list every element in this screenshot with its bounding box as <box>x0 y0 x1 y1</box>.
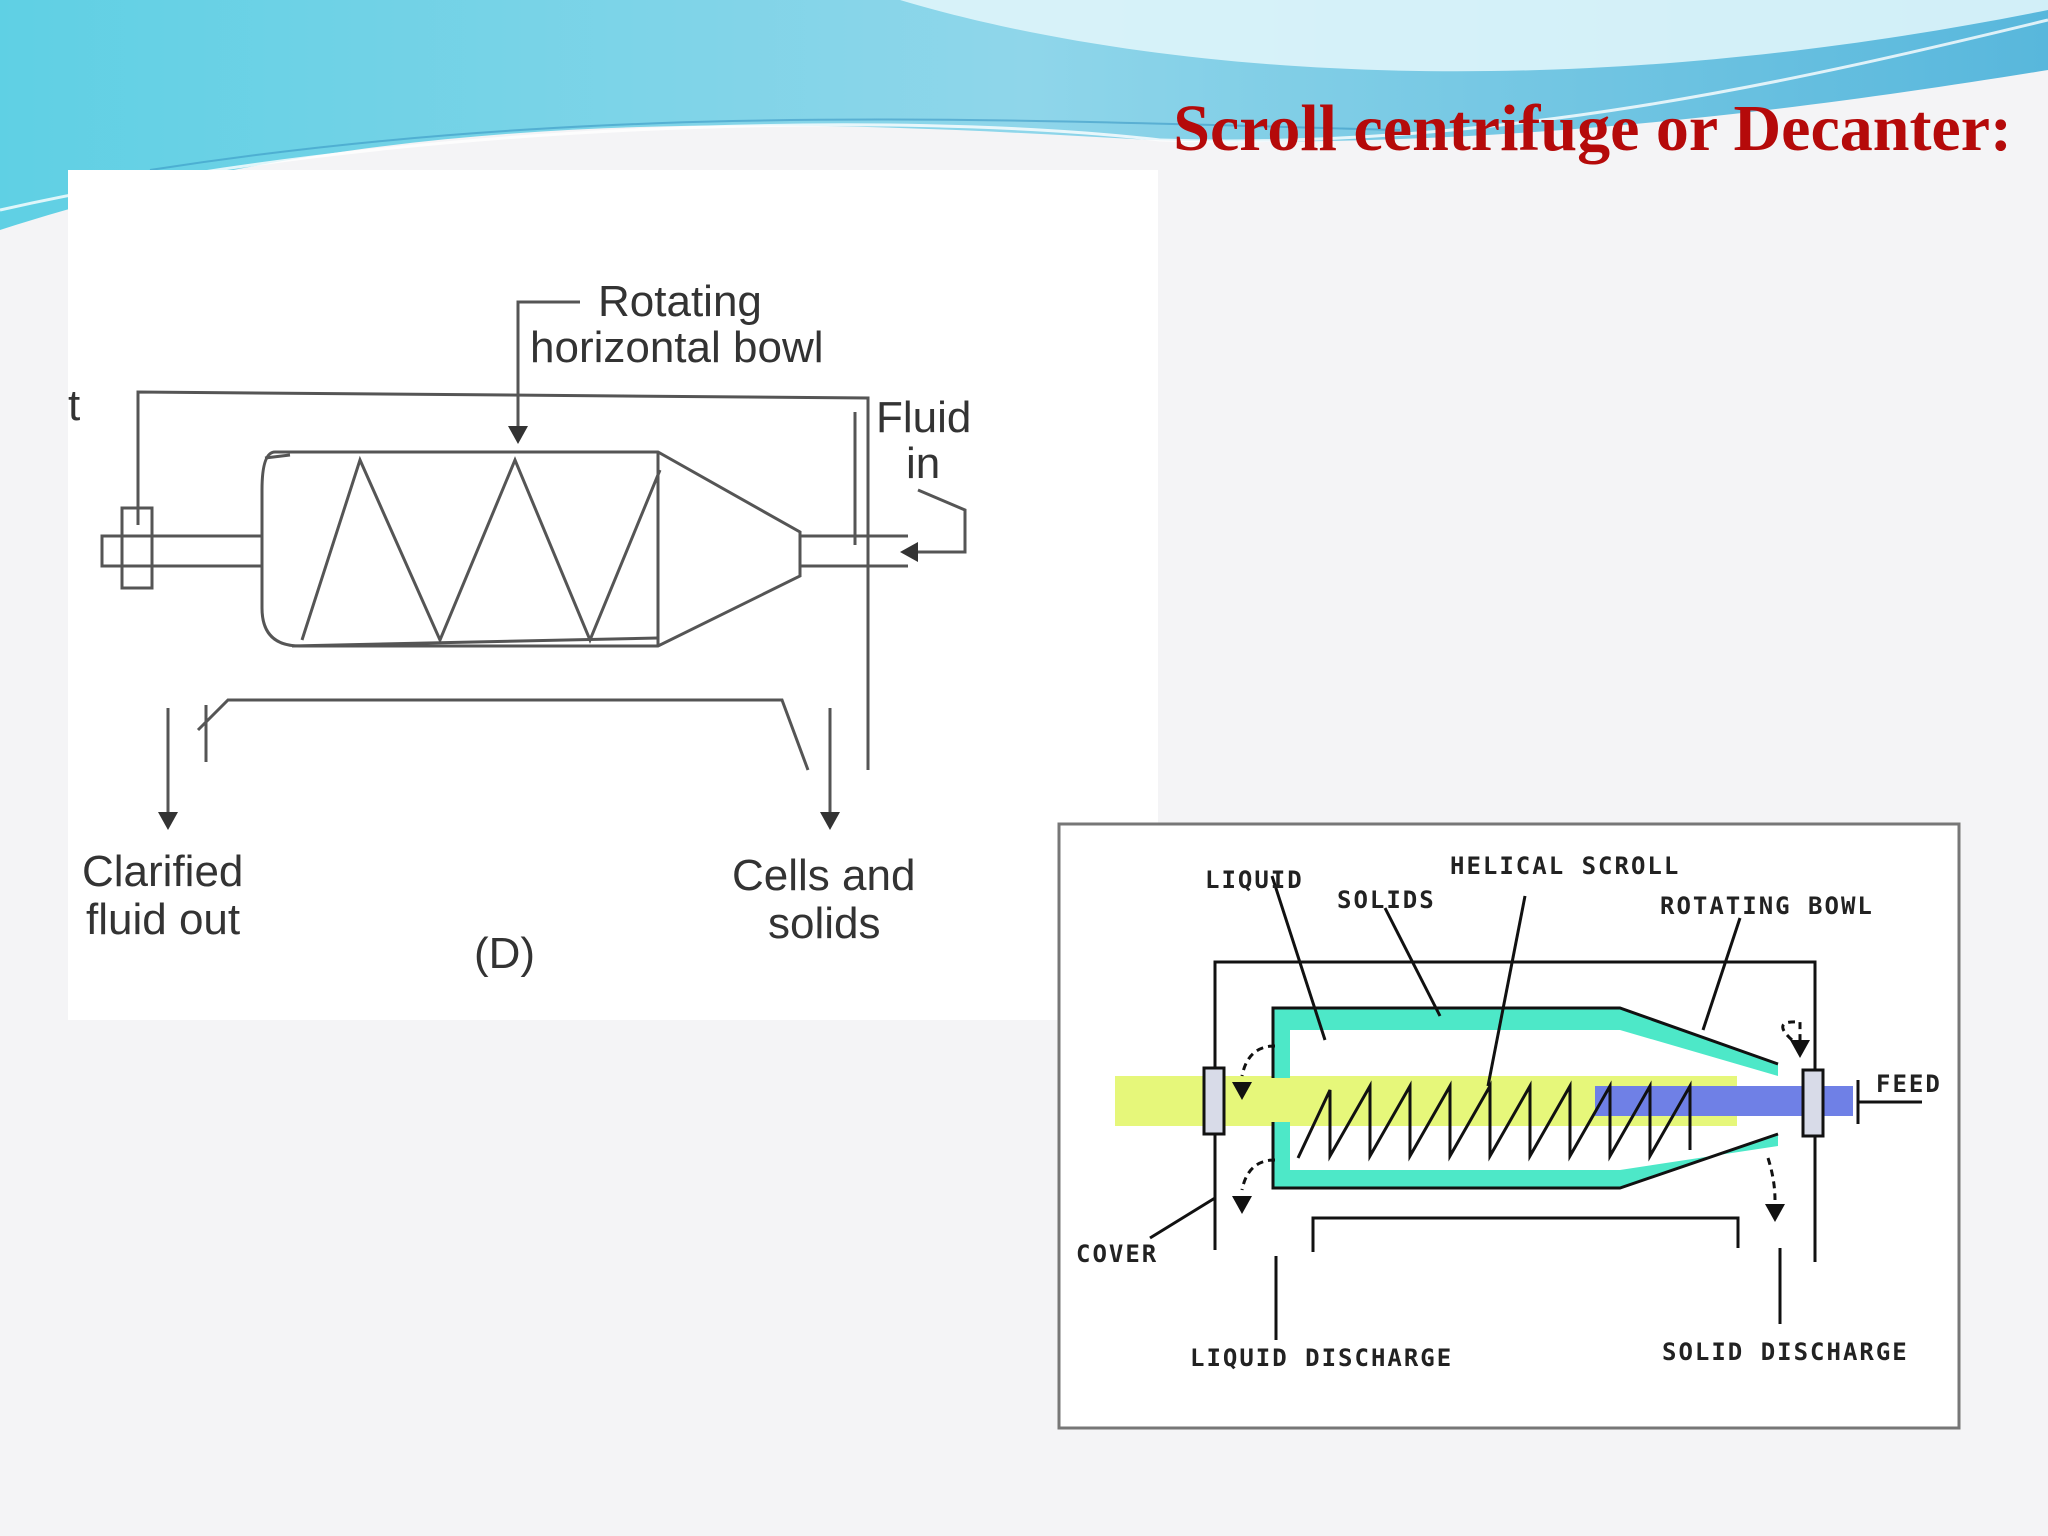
shaft-right <box>800 534 908 568</box>
label-fluid-out: fluid out <box>86 895 240 944</box>
arrow-head-icon <box>1232 1082 1252 1100</box>
leader-liquid <box>1270 875 1327 1041</box>
leader-cover <box>1149 1196 1216 1240</box>
label-rotating: Rotating <box>598 277 762 326</box>
scroll <box>300 455 662 644</box>
diagram-a-drawing <box>100 300 967 815</box>
arrow-head-icon <box>158 812 178 830</box>
shaft-left <box>100 534 264 568</box>
bowl-outline-bottom <box>1271 1122 1779 1190</box>
label-edge-char: t <box>68 381 80 430</box>
header-wave-highlight <box>900 0 2048 72</box>
label-in: in <box>906 439 940 488</box>
figure-tag: (D) <box>474 929 535 978</box>
feed-flow-arrow <box>1781 1020 1802 1046</box>
base <box>1311 1216 1740 1252</box>
label-rotating-bowl: ROTATING BOWL <box>1660 892 1874 920</box>
label-solids: solids <box>768 899 881 948</box>
diagram-a-panel <box>68 170 1158 1020</box>
label-cells: Cells and <box>732 851 915 900</box>
label-feed: FEED <box>1876 1070 1942 1098</box>
diagram-b-arrowheads <box>1232 1040 1810 1222</box>
solids-zone-top <box>1273 1008 1778 1078</box>
label-fluid: Fluid <box>876 393 971 442</box>
arrow-head-icon <box>508 426 528 444</box>
bowl-outline-top <box>1271 1006 1779 1078</box>
wave-line <box>149 118 1401 171</box>
arrow-head-icon <box>1790 1040 1810 1058</box>
arrow-head-icon <box>900 542 918 562</box>
helical-scroll <box>1296 1080 1692 1162</box>
arrow-head-icon <box>1232 1196 1252 1214</box>
liquid-flow-arrow <box>1240 1044 1276 1077</box>
label-solids: SOLIDS <box>1337 886 1436 914</box>
leader-helical <box>1486 895 1527 1087</box>
leader-rotating <box>1701 917 1742 1031</box>
leader-solids <box>1383 907 1442 1017</box>
label-helical-scroll: HELICAL SCROLL <box>1450 852 1680 880</box>
arrow-head-icon <box>820 812 840 830</box>
label-liquid-discharge: LIQUID DISCHARGE <box>1190 1344 1453 1372</box>
housing-frame <box>136 390 870 770</box>
label-cover: COVER <box>1076 1240 1158 1268</box>
base <box>196 698 810 771</box>
label-liquid: LIQUID <box>1205 866 1304 894</box>
fluid-in-pipe <box>917 488 967 554</box>
arrow-head-icon <box>1765 1204 1785 1222</box>
liquid-flow-arrow <box>1240 1158 1276 1191</box>
bowl-pointer <box>516 300 580 436</box>
bowl-rim <box>264 453 291 460</box>
left-seal <box>1202 1066 1226 1136</box>
label-solid-discharge: SOLID DISCHARGE <box>1662 1338 1909 1366</box>
wave-line <box>1159 18 2048 143</box>
solids-zone-bottom <box>1273 1122 1778 1188</box>
bearing <box>120 506 154 590</box>
diagram-a-arrowheads <box>158 426 918 830</box>
bowl <box>260 450 802 648</box>
label-clarified: Clarified <box>82 847 243 896</box>
label-horizontal-bowl: horizontal bowl <box>530 323 824 372</box>
right-seal <box>1801 1068 1825 1138</box>
solid-flow-arrow <box>1766 1157 1777 1201</box>
slide-title: Scroll centrifuge or Decanter: <box>1173 92 2012 165</box>
bowl-bottom <box>291 636 659 648</box>
